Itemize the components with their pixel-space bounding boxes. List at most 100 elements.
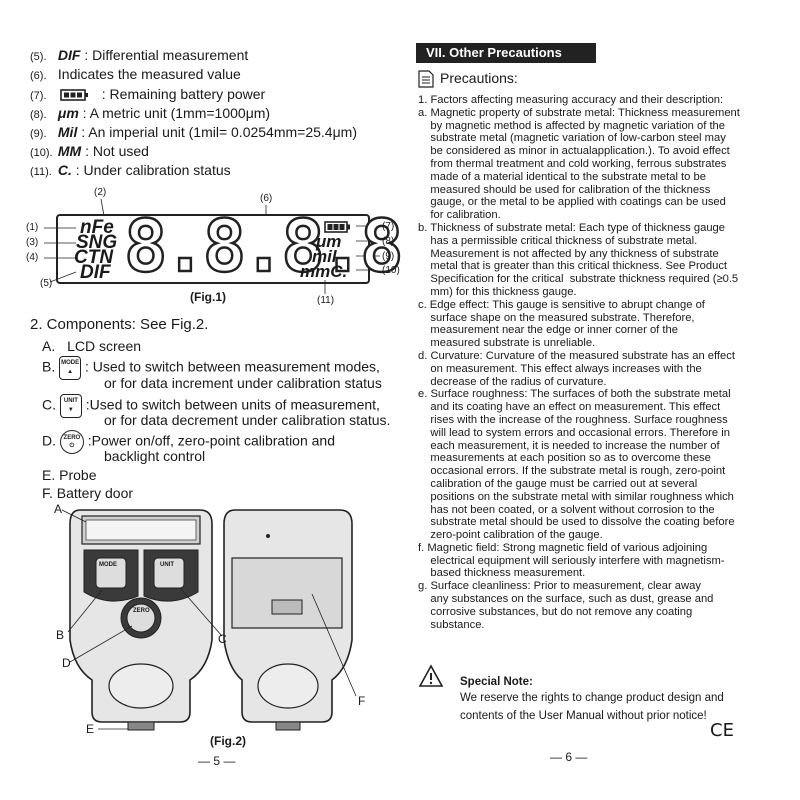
- fig2-unit-key-label: UNIT: [160, 562, 174, 568]
- precaution-line: decrease of the radius of curvature.: [418, 375, 607, 388]
- mode-key-icon: MODE▲: [59, 356, 82, 380]
- legend-symbol: Mil: [57, 124, 78, 140]
- lcd-mmc: mmC.: [300, 262, 348, 281]
- legend-symbol: C.: [57, 162, 72, 178]
- component-a: A. LCD screen: [42, 337, 141, 355]
- page-number-left: — 5 —: [198, 754, 236, 768]
- legend-num: (6).: [30, 70, 47, 82]
- component-f: F. Battery door: [42, 485, 134, 501]
- precaution-line: has not been coated, or a solvent withou…: [418, 503, 715, 516]
- lcd-nfe: nFe: [80, 217, 114, 238]
- component-e: E. Probe: [42, 467, 97, 483]
- component-text: : Used to switch between measurement mod…: [85, 358, 380, 375]
- precaution-line: measurements at each position so as to o…: [418, 452, 711, 465]
- precaution-line: zero-point calibration of the gauge.: [418, 529, 603, 542]
- legend-num: (10).: [30, 147, 53, 159]
- components-title: 2. Components: See Fig.2.: [30, 316, 209, 333]
- section-heading: VII. Other Precautions: [416, 43, 596, 63]
- precaution-line: any substances on the surface, such as d…: [418, 593, 714, 606]
- precaution-line: f. Magnetic field: Strong magnetic field…: [418, 541, 708, 554]
- page-number-right: — 6 —: [550, 750, 588, 764]
- lcd-um: μm: [316, 232, 342, 251]
- lcd-screen-diagram: [56, 214, 370, 284]
- legend-num: (11).: [30, 166, 52, 178]
- callout-2: (2): [94, 187, 107, 198]
- precaution-line: be considered as minor in actualapplicat…: [418, 145, 730, 158]
- precaution-line: metal that is greater than this critical…: [418, 260, 728, 273]
- component-label: D.: [42, 432, 56, 449]
- precaution-line: by magnetic method is affected by magnet…: [418, 119, 725, 132]
- callout-10: (10): [382, 265, 400, 276]
- callout-7: (7): [382, 221, 395, 232]
- precaution-line: each measurement, it is needed to increa…: [418, 439, 720, 452]
- component-label: C.: [42, 396, 56, 413]
- callout-4: (4): [26, 252, 39, 263]
- lcd-sng: SNG: [76, 232, 118, 253]
- special-note-line1: We reserve the rights to change product …: [460, 692, 724, 704]
- fig2-callout-c: C: [218, 632, 227, 646]
- precautions-body: 1. Factors affecting measuring accuracy …: [418, 94, 748, 631]
- component-d-line2: backlight control: [104, 448, 206, 464]
- fig2-mode-key-label: MODE: [99, 562, 117, 568]
- fig2-callout-f: F: [358, 694, 366, 708]
- legend-symbol: MM: [57, 143, 82, 159]
- legend-num: (5).: [30, 51, 47, 63]
- callout-8: (8): [382, 236, 395, 247]
- precaution-line: substrate metal should be used to dissol…: [418, 516, 735, 529]
- precaution-line: made of a material identical to the subs…: [418, 170, 706, 183]
- precaution-line: electrical equipment will seriously inte…: [418, 554, 725, 567]
- precaution-line: for calibration.: [418, 209, 501, 222]
- fig2-zero-key-label: ZERO: [133, 608, 150, 614]
- component-text: :Used to switch between units of measure…: [85, 396, 380, 413]
- component-d: D. ZERO⏻ :Power on/off, zero-point calib…: [42, 430, 335, 454]
- fig1-caption: (Fig.1): [190, 290, 226, 304]
- callout-5: (5): [40, 278, 53, 289]
- component-text: LCD screen: [67, 338, 142, 354]
- zero-key-icon: ZERO⏻: [59, 430, 84, 454]
- lcd-mil: mil: [312, 247, 337, 266]
- legend-text: Indicates the measured value: [57, 66, 241, 82]
- legend-item-mil: (9). Mil : An imperial unit (1mil= 0.025…: [30, 123, 357, 143]
- precaution-line: measured substrate is unreliable.: [418, 337, 596, 350]
- precaution-line: e. Surface roughness: The surfaces of bo…: [418, 388, 731, 401]
- precaution-line: on measurement. This effect always incre…: [418, 362, 702, 375]
- legend-num: (9).: [30, 128, 47, 140]
- precaution-line: from thermal treatment and cold working,…: [418, 157, 727, 170]
- unit-key-icon: UNIT▼: [59, 394, 82, 418]
- precaution-line: c. Edge effect: This gauge is sensitive …: [418, 298, 705, 311]
- precaution-line: b. Thickness of substrate metal: Each ty…: [418, 221, 725, 234]
- legend-text: : Remaining battery power: [101, 86, 266, 102]
- precaution-line: and its coating have an effect on measur…: [418, 401, 721, 414]
- legend-text: : Under calibration status: [75, 162, 231, 178]
- component-b-line2: or for data increment under calibration …: [104, 375, 382, 391]
- precaution-line: 1. Factors affecting measuring accuracy …: [418, 94, 724, 106]
- legend-num: (8).: [30, 109, 47, 121]
- legend-item-mm: (10). MM : Not used: [30, 142, 149, 162]
- warning-icon: [418, 664, 444, 693]
- precautions-subheading: Precautions:: [440, 70, 518, 86]
- legend-symbol: μm: [57, 105, 79, 121]
- precaution-line: rises with the increase of the roughness…: [418, 413, 728, 426]
- lcd-digits: 8.8.8.8: [123, 204, 405, 288]
- callout-3: (3): [26, 237, 39, 248]
- precaution-line: surface shape on the measured substrate.…: [418, 311, 695, 324]
- document-icon: [418, 70, 434, 93]
- legend-item-dif: (5). DIF : Differential measurement: [30, 46, 248, 66]
- precaution-line: measurement near the edge or inner corne…: [418, 324, 678, 337]
- callout-11: (11): [317, 295, 335, 306]
- legend-text: : A metric unit (1mm=1000μm): [82, 105, 271, 121]
- legend-item-calibration: (11). C. : Under calibration status: [30, 161, 231, 181]
- fig2-callout-b: B: [56, 628, 65, 642]
- callout-1: (1): [26, 222, 39, 233]
- component-c-line2: or for data decrement under calibration …: [104, 412, 391, 428]
- callout-9: (9): [382, 251, 395, 262]
- legend-symbol: DIF: [57, 47, 81, 63]
- precaution-line: substrate metal (magnetic variation of l…: [418, 132, 726, 145]
- component-c: C. UNIT▼ :Used to switch between units o…: [42, 394, 380, 418]
- legend-text: : Differential measurement: [84, 47, 249, 63]
- precaution-line: Specification for the critical substrate…: [418, 273, 739, 286]
- component-text: :Power on/off, zero-point calibration an…: [87, 432, 336, 449]
- legend-item-um: (8). μm : A metric unit (1mm=1000μm): [30, 104, 270, 124]
- precaution-line: d. Curvature: Curvature of the measured …: [418, 349, 735, 362]
- lcd-ctn: CTN: [74, 247, 114, 268]
